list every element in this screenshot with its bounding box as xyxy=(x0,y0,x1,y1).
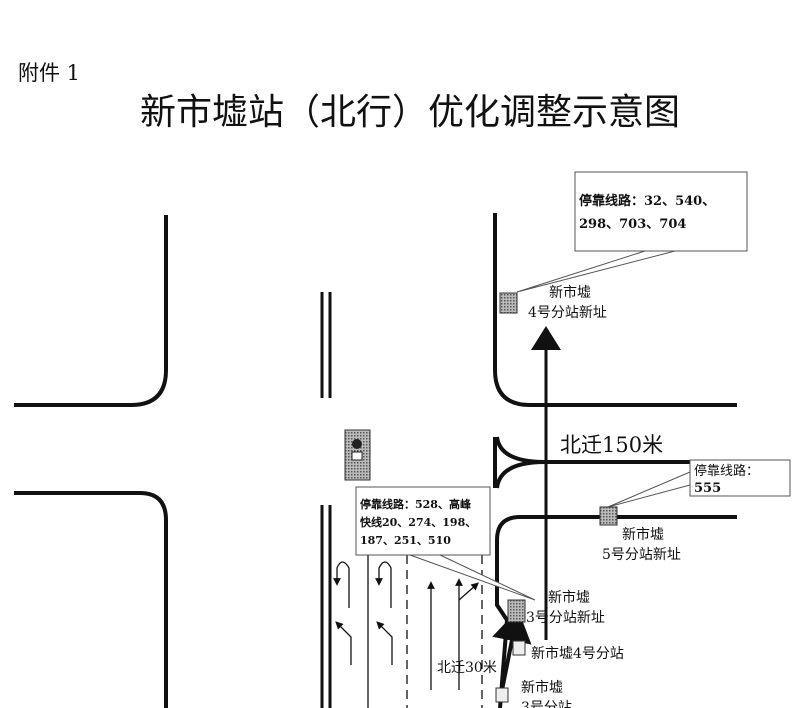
callout-text: 快线20、274、198、 xyxy=(359,515,476,529)
station-label: 新市墟 xyxy=(549,284,591,301)
road-edges xyxy=(14,213,737,708)
callout-text: 停靠线路：528、高峰 xyxy=(360,497,472,511)
station-label: 新市墟 xyxy=(622,526,664,543)
station4-new-marker xyxy=(499,292,518,314)
station-label: 新市墟4号分站 xyxy=(531,645,624,662)
callout-text: 298、703、704 xyxy=(579,217,686,232)
traffic-light-icon xyxy=(344,429,371,481)
u-turn-arrow-icon xyxy=(375,561,392,608)
callout-station4: 停靠线路：32、540、 298、703、704 xyxy=(516,171,748,293)
move-north-30-label: 北迁30米 xyxy=(437,660,497,676)
station3-new-marker xyxy=(507,599,526,623)
station-label: 4号分站新址 xyxy=(528,305,607,321)
median-lines xyxy=(320,292,332,708)
callout-station5: 停靠线路： 555 xyxy=(607,459,791,508)
station4-old-marker xyxy=(512,640,526,656)
callout-text: 停靠线路： xyxy=(694,463,759,479)
left-turn-arrow-icon xyxy=(376,621,393,665)
callout-station3: 停靠线路：528、高峰 快线20、274、198、 187、251、510 xyxy=(355,486,536,601)
attachment-label: 附件 1 xyxy=(18,61,80,85)
callout-text: 停靠线路：32、540、 xyxy=(579,193,715,209)
move-north-150-label: 北迁150米 xyxy=(560,433,663,457)
station-label: 新市墟 xyxy=(521,679,563,696)
callout-text: 187、251、510 xyxy=(360,534,451,547)
callout-text: 555 xyxy=(694,481,721,496)
road-edge-top-right xyxy=(493,213,737,407)
right-turn-arrow-icon xyxy=(458,582,479,601)
station5-new-marker xyxy=(599,506,618,526)
lane-markings xyxy=(333,555,483,708)
station-label: 5号分站新址 xyxy=(602,547,681,563)
station3-old-marker xyxy=(495,687,509,703)
road-flare xyxy=(495,436,546,489)
road-edge-top-left xyxy=(14,215,168,407)
u-turn-arrow-icon xyxy=(333,561,350,608)
station-label: 3号分站 xyxy=(521,700,572,708)
station-label: 新市墟 xyxy=(548,589,590,606)
road-edge-bottom-left xyxy=(14,491,168,708)
station-label: 3号分站新址 xyxy=(526,610,605,626)
page-title: 新市墟站（北行）优化调整示意图 xyxy=(140,92,680,133)
left-turn-arrow-icon xyxy=(335,621,352,665)
